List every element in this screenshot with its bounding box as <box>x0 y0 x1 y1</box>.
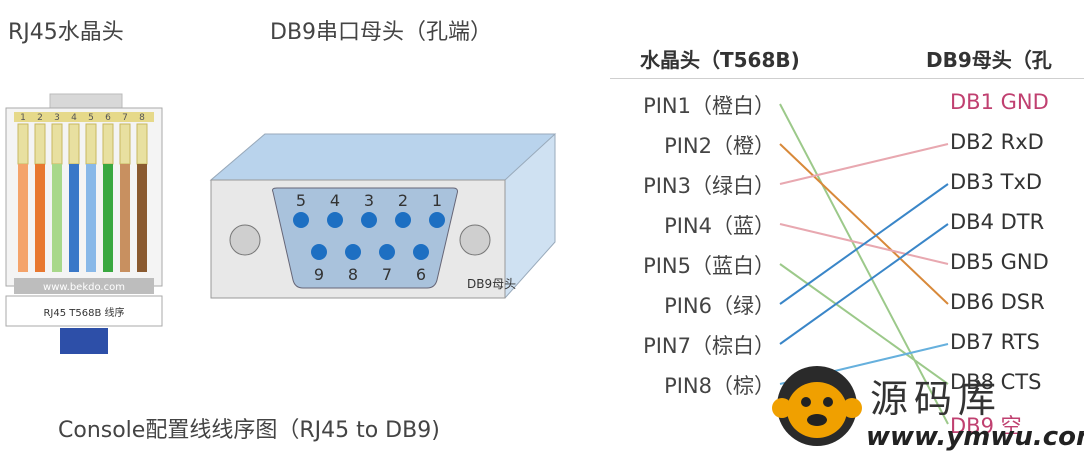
db-label-4: DB4 DTR <box>950 210 1045 234</box>
rj45-caption: RJ45 T568B 线序 <box>43 306 124 319</box>
rj45-pin-number: 6 <box>105 113 111 123</box>
rj45-pin-number: 8 <box>139 113 145 123</box>
db-label-7: DB7 RTS <box>950 330 1040 354</box>
db-label-5: DB5 GND <box>950 250 1049 274</box>
db-label-9: DB9 空 <box>950 414 1022 438</box>
db9-hole <box>293 212 309 228</box>
wire-pin1-db9 <box>779 103 949 425</box>
db9-hole <box>379 244 395 260</box>
header-left: 水晶头（T568B) <box>640 48 800 72</box>
watermark-text: 源码库 <box>870 377 1003 421</box>
rj45-pin-number: 5 <box>88 113 94 123</box>
rj45-wire <box>137 164 147 272</box>
db9-hole-number: 3 <box>364 191 374 210</box>
rj45-wire <box>69 164 79 272</box>
rj45-wire <box>103 164 113 272</box>
db9-hole <box>327 212 343 228</box>
db9-hole-number: 6 <box>416 265 426 284</box>
rj45-connector: 1 2 3 4 5 6 7 8 www.bekdo.com RJ45 T568B 线序 <box>5 93 163 354</box>
db-label-3: DB3 TxD <box>950 170 1043 194</box>
header-divider <box>610 78 1084 79</box>
db-label-2: DB2 RxD <box>950 130 1044 154</box>
db9-hole <box>429 212 445 228</box>
caption: Console配置线线序图（RJ45 to DB9) <box>58 418 440 443</box>
pin-label-6: PIN6（绿） <box>664 294 775 318</box>
rj45-pin-number: 4 <box>71 113 77 123</box>
watermark-url: www.ymwu.com <box>866 422 1084 452</box>
wire-pin2-db6 <box>779 143 949 305</box>
pin-label-2: PIN2（橙） <box>664 134 775 158</box>
db9-title: DB9串口母头（孔端） <box>270 20 493 45</box>
db-label-8: DB8 CTS <box>950 370 1042 394</box>
pin-label-3: PIN3（绿白） <box>643 174 775 198</box>
db9-hole <box>413 244 429 260</box>
db9-hole <box>345 244 361 260</box>
db-label-6: DB6 DSR <box>950 290 1045 314</box>
wire-pin3-db2 <box>779 143 949 185</box>
rj45-wire <box>86 164 96 272</box>
db9-hole-number: 2 <box>398 191 408 210</box>
db9-hole <box>311 244 327 260</box>
rj45-url: www.bekdo.com <box>43 282 125 293</box>
rj45-title: RJ45水晶头 <box>8 20 124 45</box>
db9-hole-number: 9 <box>314 265 324 284</box>
pin-label-8: PIN8（棕） <box>664 374 775 398</box>
rj45-pin-number: 1 <box>20 113 26 123</box>
db-label-1: DB1 GND <box>950 90 1049 114</box>
rj45-pin-number: 7 <box>122 113 128 123</box>
pin-label-4: PIN4（蓝） <box>664 214 775 238</box>
db9-hole-number: 7 <box>382 265 392 284</box>
db9-hole-number: 1 <box>432 191 442 210</box>
db9-label: DB9母头 <box>467 277 516 291</box>
pin-label-5: PIN5（蓝白） <box>643 254 775 278</box>
pin-label-1: PIN1（橙白） <box>643 94 775 118</box>
rj45-wire <box>120 164 130 272</box>
rj45-wire <box>18 164 28 272</box>
rj45-pin-number: 2 <box>37 113 43 123</box>
db9-hole-number: 5 <box>296 191 306 210</box>
wire-pin7-db4 <box>779 223 949 345</box>
header-right: DB9母头（孔 <box>926 48 1052 72</box>
rj45-wire <box>52 164 62 272</box>
pin-label-7: PIN7（棕白） <box>643 334 775 358</box>
db9-hole <box>361 212 377 228</box>
db9-hole <box>395 212 411 228</box>
db9-connector: 5 4 3 2 1 9 8 7 6 DB9母头 <box>209 133 557 299</box>
rj45-pin-number: 3 <box>54 113 60 123</box>
db9-hole-number: 4 <box>330 191 340 210</box>
monkey-logo <box>772 366 862 446</box>
wire-pin6-db3 <box>779 183 949 305</box>
rj45-wire <box>35 164 45 272</box>
db9-hole-number: 8 <box>348 265 358 284</box>
